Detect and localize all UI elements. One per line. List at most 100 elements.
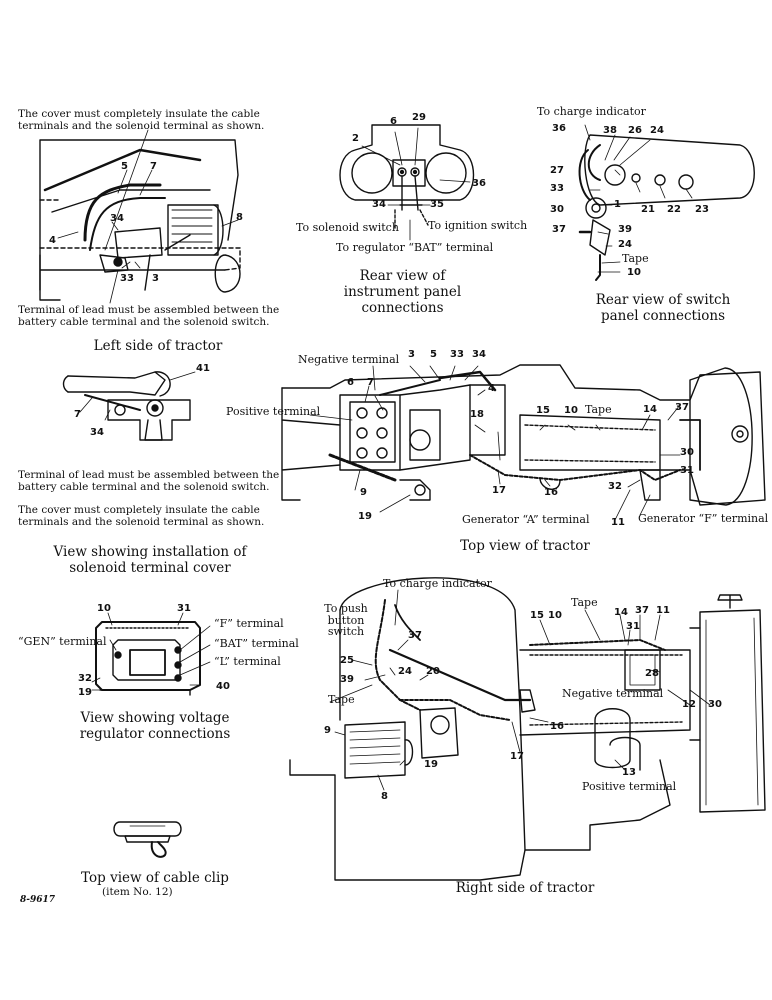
label-to-charge-indicator-right: To charge indicator xyxy=(383,577,492,590)
label-bat-terminal: “BAT” terminal xyxy=(214,637,299,650)
callout-rs-37a: 37 xyxy=(635,605,649,616)
callout-tv-4: 4 xyxy=(488,383,495,394)
callout-ls-33: 33 xyxy=(120,273,134,284)
label-tape-right: Tape xyxy=(571,596,598,609)
callout-sp-10: 10 xyxy=(627,267,641,278)
callout-ip-29: 29 xyxy=(412,112,426,123)
label-generator-a: Generator “A” terminal xyxy=(462,513,590,526)
callout-rs-10: 10 xyxy=(548,610,562,621)
label-positive-terminal-top: Positive terminal xyxy=(226,405,321,418)
callout-sp-33: 33 xyxy=(550,183,564,194)
callout-rs-14: 14 xyxy=(614,607,628,618)
callout-ls-7: 7 xyxy=(150,161,157,172)
callout-tv-9: 9 xyxy=(360,487,367,498)
callout-rs-39: 39 xyxy=(340,674,354,685)
cable-clip-view xyxy=(113,821,182,858)
callout-ip-35: 35 xyxy=(430,199,444,210)
callout-tv-33: 33 xyxy=(450,349,464,360)
callout-sp-22: 22 xyxy=(667,204,681,215)
callout-vr-40: 40 xyxy=(216,681,230,692)
top-view xyxy=(281,364,766,521)
callout-tv-31: 31 xyxy=(680,465,694,476)
label-gen-terminal: “GEN” terminal xyxy=(18,635,107,648)
caption-solenoid-cover: View showing installation of solenoid te… xyxy=(53,544,247,577)
caption-cable-clip: Top view of cable clip xyxy=(81,870,229,886)
callout-rs-11: 11 xyxy=(656,605,670,616)
callout-sc-7: 7 xyxy=(74,409,81,420)
callout-tv-37: 37 xyxy=(675,402,689,413)
callout-tv-3: 3 xyxy=(408,349,415,360)
callout-rs-15: 15 xyxy=(530,610,544,621)
callout-sp-36: 36 xyxy=(552,123,566,134)
callout-rs-12: 12 xyxy=(682,699,696,710)
label-tape-right-lower: Tape xyxy=(328,693,355,706)
callout-rs-31: 31 xyxy=(626,621,640,632)
callout-vr-32: 32 xyxy=(78,673,92,684)
callout-sp-30: 30 xyxy=(550,204,564,215)
callout-tv-15: 15 xyxy=(536,405,550,416)
callout-sc-34: 34 xyxy=(90,427,104,438)
left-side-view xyxy=(39,129,241,304)
label-to-regulator-bat: To regulator “BAT” terminal xyxy=(336,241,494,254)
callout-tv-34: 34 xyxy=(472,349,486,360)
lead-note-mid: Terminal of lead must be assembled betwe… xyxy=(18,469,280,494)
callout-rs-19: 19 xyxy=(424,759,438,770)
callout-rs-13: 13 xyxy=(622,767,636,778)
callout-sp-23: 23 xyxy=(695,204,709,215)
caption-cable-clip-item: (item No. 12) xyxy=(102,886,173,898)
callout-sp-24a: 24 xyxy=(650,125,664,136)
label-to-ignition-switch: To ignition switch xyxy=(428,219,528,232)
callout-tv-5: 5 xyxy=(430,349,437,360)
callout-tv-14: 14 xyxy=(643,404,657,415)
cover-note-mid: The cover must completely insulate the c… xyxy=(18,504,265,529)
callout-tv-11: 11 xyxy=(611,517,625,528)
callout-sp-21: 21 xyxy=(641,204,655,215)
caption-top-view: Top view of tractor xyxy=(460,538,590,554)
callout-rs-20: 20 xyxy=(426,666,440,677)
label-tape-switch-panel: Tape xyxy=(622,252,649,265)
callout-ls-5: 5 xyxy=(121,161,128,172)
callout-tv-7: 7 xyxy=(367,377,374,388)
label-to-charge-indicator-top: To charge indicator xyxy=(537,105,646,118)
caption-voltage-regulator: View showing voltage regulator connectio… xyxy=(79,710,231,743)
figure-reference: 8-9617 xyxy=(20,895,56,905)
lead-note-left: Terminal of lead must be assembled betwe… xyxy=(18,304,280,329)
caption-instrument-panel: Rear view of instrument panel connection… xyxy=(343,268,462,317)
callout-sc-41: 41 xyxy=(196,363,210,374)
callout-tv-32: 32 xyxy=(608,481,622,492)
callout-tv-6: 6 xyxy=(347,377,354,388)
callout-vr-35: 35 xyxy=(140,659,154,670)
callout-vr-19: 19 xyxy=(78,687,92,698)
label-l-terminal: “L” terminal xyxy=(214,655,281,668)
callout-rs-16: 16 xyxy=(550,721,564,732)
callout-sp-27: 27 xyxy=(550,165,564,176)
callout-ls-8: 8 xyxy=(236,212,243,223)
caption-right-side: Right side of tractor xyxy=(455,880,595,896)
label-to-solenoid-switch: To solenoid switch xyxy=(296,221,399,234)
label-f-terminal: “F” terminal xyxy=(214,617,284,630)
callout-ls-3: 3 xyxy=(152,273,159,284)
label-to-push-button-switch: To push button switch xyxy=(324,602,368,639)
callout-vr-31: 31 xyxy=(177,603,191,614)
callout-ip-34: 34 xyxy=(372,199,386,210)
caption-left-side: Left side of tractor xyxy=(93,338,223,354)
callout-rs-30: 30 xyxy=(708,699,722,710)
callout-sp-39: 39 xyxy=(618,224,632,235)
callout-ls-34: 34 xyxy=(110,213,124,224)
callout-tv-30: 30 xyxy=(680,447,694,458)
callout-ip-36: 36 xyxy=(472,178,486,189)
callout-tv-10: 10 xyxy=(564,405,578,416)
label-positive-terminal-right: Positive terminal xyxy=(582,780,677,793)
callout-vr-10: 10 xyxy=(97,603,111,614)
voltage-regulator-view xyxy=(91,612,211,696)
callout-sp-37: 37 xyxy=(552,224,566,235)
callout-tv-17: 17 xyxy=(492,485,506,496)
solenoid-cover-view xyxy=(62,371,196,441)
callout-tv-19: 19 xyxy=(358,511,372,522)
callout-rs-24: 24 xyxy=(398,666,412,677)
caption-switch-panel: Rear view of switch panel connections xyxy=(595,292,731,325)
callout-rs-17: 17 xyxy=(510,751,524,762)
callout-sp-38: 38 xyxy=(603,125,617,136)
instrument-panel-view xyxy=(339,124,475,241)
